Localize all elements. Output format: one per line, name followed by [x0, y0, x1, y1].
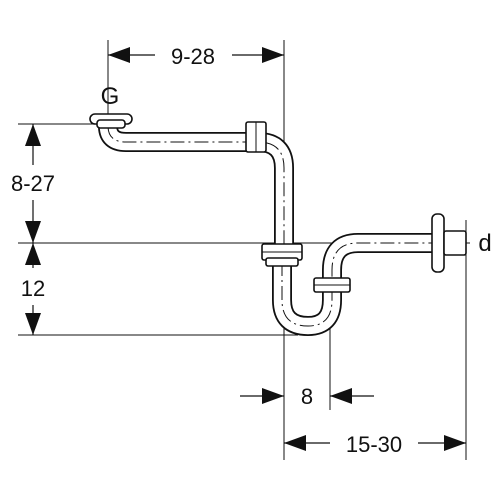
dimension-label-left-upper: 8-27: [11, 171, 55, 196]
arrow-bottom-outer-left: [284, 435, 306, 451]
siphon-pipe: [89, 113, 467, 336]
pipe-centerline-upper: [107, 125, 285, 246]
dimension-left: 8-27 12: [11, 124, 55, 335]
inlet-label: G: [101, 83, 120, 110]
vertical-union-nut-ring: [265, 257, 299, 267]
outlet-label: d: [478, 230, 491, 257]
arrow-left-upper-bottom: [25, 221, 41, 243]
arrow-left-upper-top: [25, 124, 41, 146]
dimension-label-bottom-inner: 8: [301, 384, 313, 409]
dimension-label-top: 9-28: [171, 44, 215, 69]
arrow-top-left: [108, 47, 130, 63]
dimension-bottom-inner: 8: [240, 384, 374, 409]
inlet-flange-lip: [96, 119, 126, 129]
dimension-label-left-lower: 12: [21, 276, 45, 301]
arrow-bottom-outer-right: [444, 435, 466, 451]
arrow-left-lower-top: [25, 243, 41, 265]
trap-u-bend: [272, 233, 438, 336]
arrow-left-lower-bottom: [25, 313, 41, 335]
inlet-fitting: [89, 113, 133, 129]
arrow-bottom-inner-right: [330, 388, 352, 404]
trap-leg-nut: [313, 277, 351, 293]
outlet-wall-rosette: [431, 213, 445, 273]
vertical-union-nut: [261, 243, 303, 267]
outlet-fitting: [431, 213, 467, 273]
pipe-centerline-trap: [281, 242, 438, 327]
outlet-stub: [443, 230, 467, 256]
trap-u-bend-inner: [273, 234, 438, 335]
arrow-bottom-inner-left: [262, 388, 284, 404]
dimension-label-bottom-outer: 15-30: [346, 432, 402, 457]
dimension-bottom-outer: 15-30: [284, 432, 466, 457]
dimension-top: 9-28: [108, 44, 284, 69]
arrow-top-right: [262, 47, 284, 63]
